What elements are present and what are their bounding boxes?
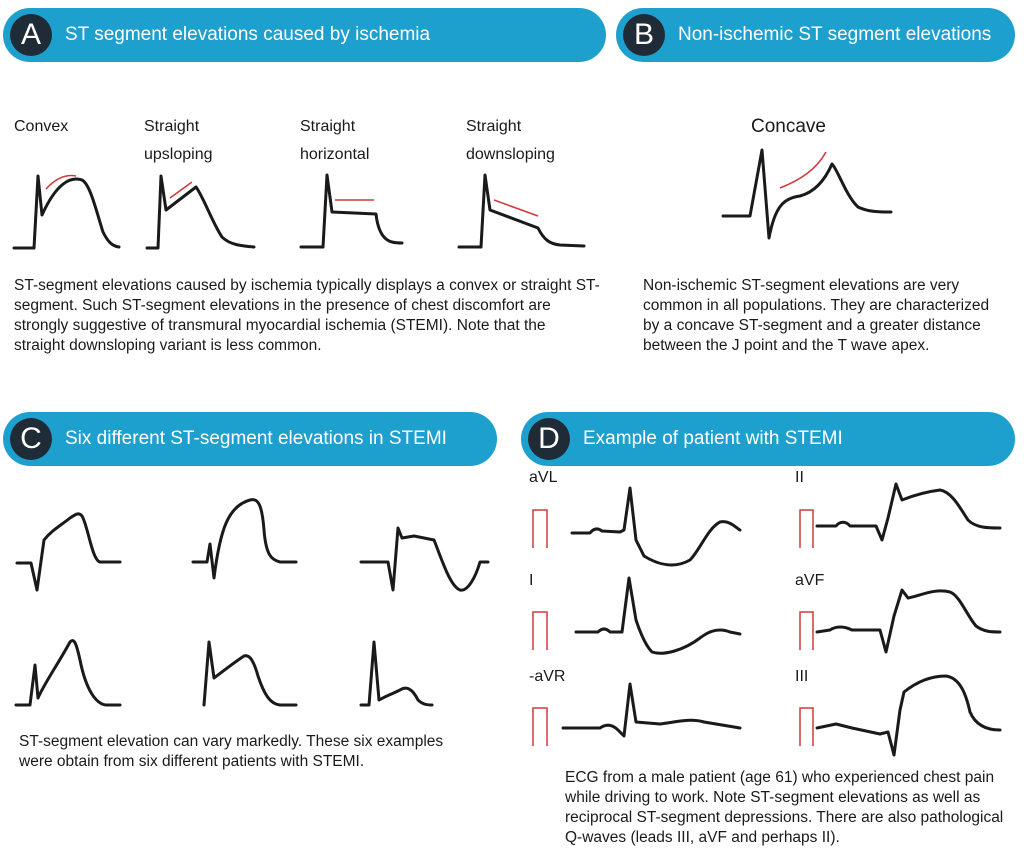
panel-b-title: Non-ischemic ST segment elevations — [678, 24, 992, 45]
calibration-iii — [799, 707, 814, 746]
calibration-i — [532, 611, 548, 650]
ecg-stemi-3 — [359, 526, 490, 592]
lead-label-iii: III — [795, 668, 809, 685]
panel-b-description: Non-ischemic ST-segment elevations are v… — [643, 277, 990, 354]
label-horizontal-2: horizontal — [300, 146, 370, 163]
label-downsloping-2: downsloping — [466, 146, 555, 163]
panel-c-description: ST-segment elevation can vary markedly. … — [19, 733, 444, 770]
ecg-lead-avf — [815, 588, 1002, 654]
ecg-convex — [12, 174, 121, 250]
panel-a-badge: A — [10, 14, 52, 56]
panel-b-badge: B — [623, 14, 665, 56]
panel-d-badge: D — [528, 418, 570, 460]
panel-c-banner: C Six different ST-segment elevations in… — [3, 412, 497, 466]
panel-a-title: ST segment elevations caused by ischemia — [65, 24, 431, 45]
lead-label-minus-avr: -aVR — [529, 668, 566, 685]
marker-concave — [779, 151, 827, 189]
label-concave: Concave — [751, 116, 826, 137]
lead-label-ii: II — [795, 469, 804, 486]
calibration-avf — [799, 611, 814, 650]
ecg-lead-minus-avr — [561, 682, 742, 738]
marker-upsloping — [169, 181, 193, 199]
panel-c-title: Six different ST-segment elevations in S… — [65, 428, 447, 449]
label-convex: Convex — [14, 118, 69, 135]
panel-b-banner: B Non-ischemic ST segment elevations — [616, 8, 1015, 62]
panel-a-description: ST-segment elevations caused by ischemia… — [14, 277, 600, 354]
panel-d-description: ECG from a male patient (age 61) who exp… — [565, 769, 1004, 846]
lead-label-i: I — [529, 572, 534, 589]
marker-convex — [45, 174, 77, 190]
marker-downsloping — [493, 199, 539, 217]
ecg-lead-ii — [815, 482, 1002, 542]
lead-label-avl: aVL — [529, 469, 558, 486]
label-upsloping-2: upsloping — [144, 146, 213, 163]
calibration-minus-avr — [532, 707, 548, 746]
ecg-stemi-4 — [14, 639, 122, 707]
panel-a-banner: A ST segment elevations caused by ischem… — [3, 8, 606, 62]
calibration-ii — [799, 509, 814, 548]
label-upsloping-1: Straight — [144, 118, 200, 135]
ecg-stemi-6 — [359, 640, 434, 707]
ecg-stemi-2 — [191, 498, 298, 580]
ecg-stemi-5 — [202, 640, 298, 707]
ecg-upsloping — [145, 174, 256, 250]
calibration-avl — [532, 509, 548, 548]
ecg-downsloping — [457, 173, 586, 249]
label-downsloping-1: Straight — [466, 118, 522, 135]
ecg-concave — [721, 148, 893, 240]
ecg-lead-i — [574, 576, 742, 655]
ecg-horizontal — [299, 173, 404, 249]
lead-label-avf: aVF — [795, 572, 825, 589]
panel-d-title: Example of patient with STEMI — [583, 428, 843, 449]
ecg-stemi-1 — [15, 512, 122, 592]
label-horizontal-1: Straight — [300, 118, 356, 135]
panel-d-banner: D Example of patient with STEMI — [521, 412, 1015, 466]
panel-c-badge: C — [10, 418, 52, 460]
ecg-lead-iii — [815, 674, 1002, 757]
ecg-lead-avl — [570, 486, 742, 567]
